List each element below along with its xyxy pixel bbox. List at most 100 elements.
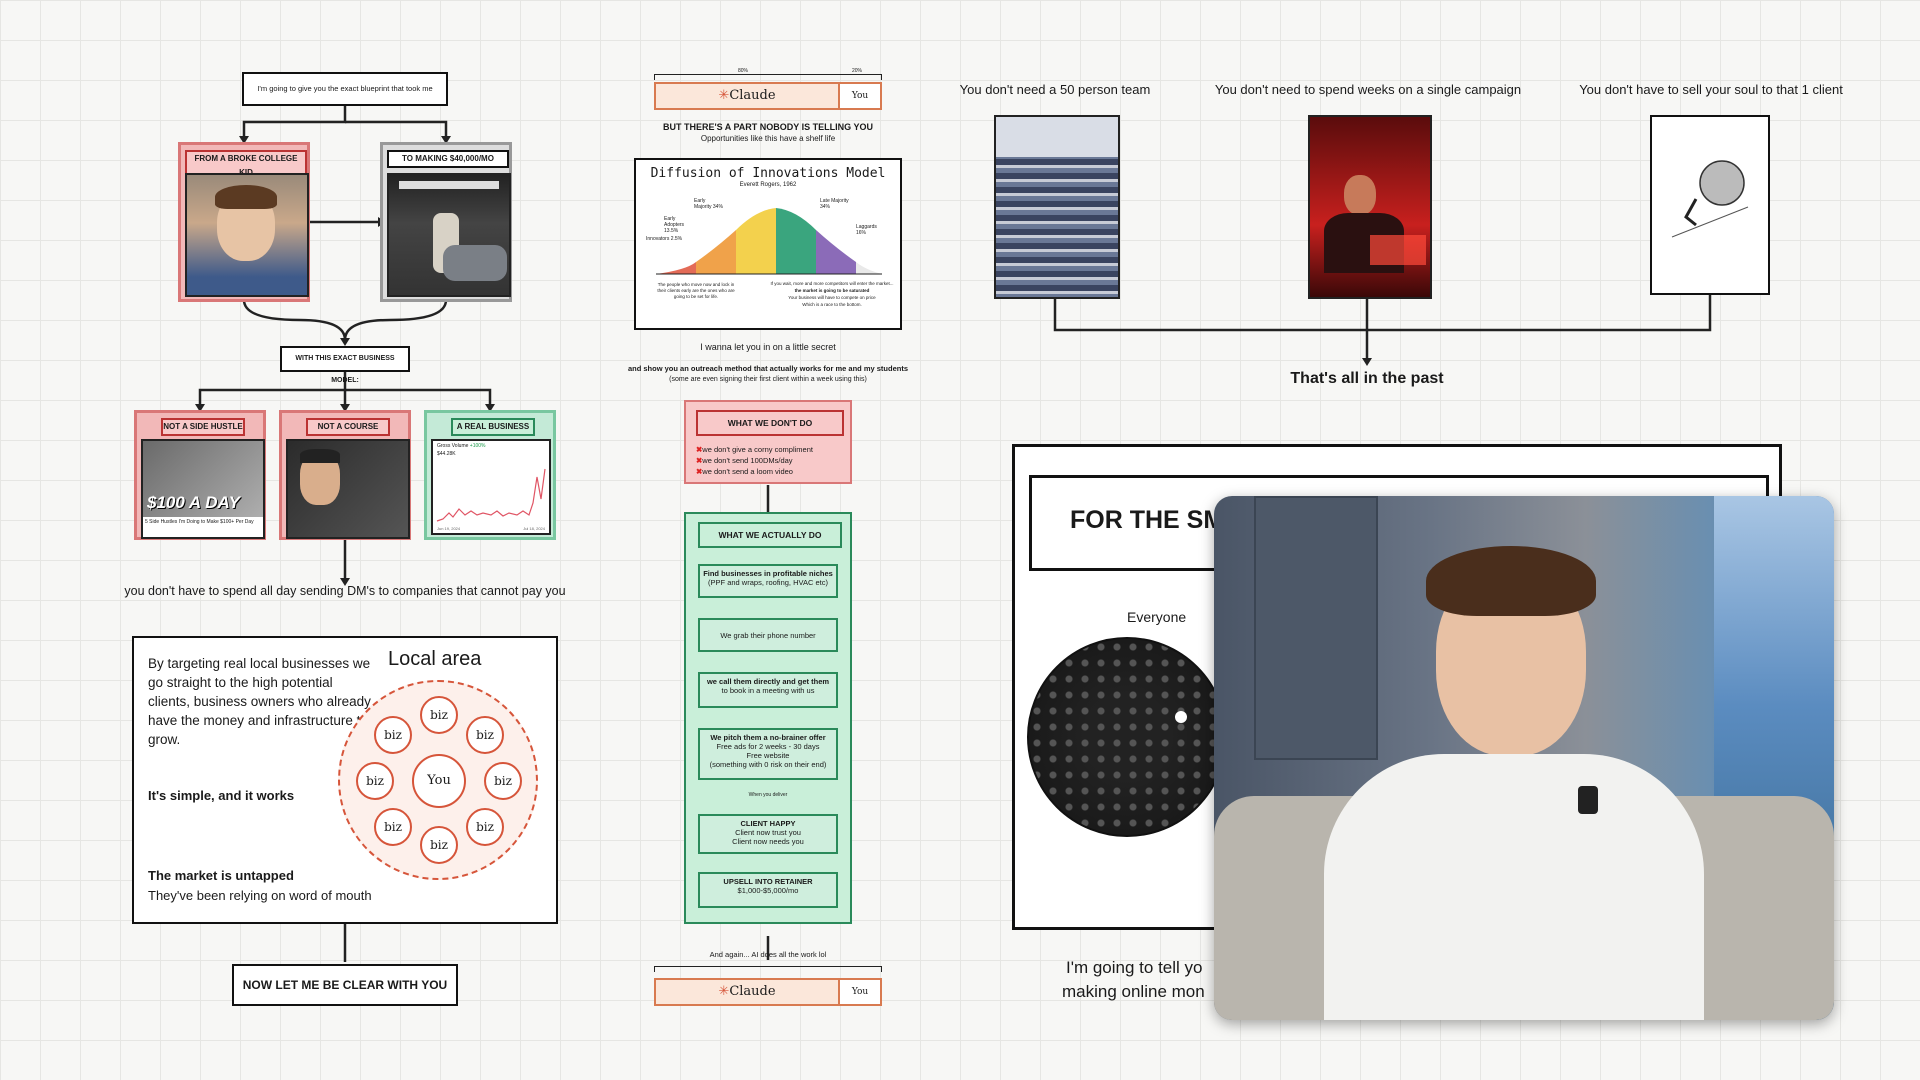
top-pct-bracket <box>654 74 882 80</box>
smb-title: FOR THE SM <box>1070 506 1225 534</box>
biz-node: biz <box>484 762 522 800</box>
local-area-box: By targeting real local businesses we go… <box>132 636 558 924</box>
red-office-photo <box>1308 115 1432 299</box>
side-hustle-overlay: $100 A DAY <box>147 493 240 512</box>
to-label: TO MAKING $40,000/MO <box>387 150 509 168</box>
caption-campaign: You don't need to spend weeks on a singl… <box>1214 82 1522 97</box>
top-claude-bar[interactable]: ✳Claude You <box>654 82 882 110</box>
biz-node: biz <box>466 808 504 846</box>
untapped-sub: They've been relying on word of mouth <box>148 888 372 903</box>
simple-text: It's simple, and it works <box>148 788 295 803</box>
method-line: and show you an outreach method that act… <box>627 364 909 373</box>
dont-item: ✖we don't send a loom video <box>696 467 793 476</box>
secret-sub: Opportunities like this have a shelf lif… <box>700 134 836 143</box>
claude-asterisk-icon: ✳ <box>718 984 730 999</box>
top-claude-segment: ✳Claude <box>656 84 840 108</box>
diffusion-box: Diffusion of Innovations Model Everett R… <box>634 158 902 330</box>
early-majority-label: Early Majority 34% <box>694 198 723 210</box>
right-note-end: Which is a race to the bottom. <box>802 302 862 307</box>
diffusion-author: Everett Rogers, 1962 <box>739 182 797 188</box>
real-business-card[interactable]: A REAL BUSINESS Gross Volume +100% $44.2… <box>424 410 556 540</box>
diffusion-title: Diffusion of Innovations Model <box>650 166 886 181</box>
blueprint-box: I'm going to give you the exact blueprin… <box>242 72 448 106</box>
course-card[interactable]: NOT A COURSE <box>279 410 411 540</box>
dont-box: WHAT WE DON'T DO ✖we don't give a corny … <box>684 400 852 484</box>
blueprint-text: I'm going to give you the exact blueprin… <box>257 84 433 93</box>
diffusion-curve <box>656 208 882 275</box>
revenue-sparkline <box>436 468 546 522</box>
untapped-title: The market is untapped <box>148 868 294 883</box>
bottom-text-1: I'm going to tell yo <box>1066 958 1203 977</box>
dont-item: ✖we don't give a corny compliment <box>696 445 813 454</box>
bottom-claude-bar[interactable]: ✳Claude You <box>654 978 882 1006</box>
revenue-chart: Gross Volume +100% $44.28K Jun 19, 2024 … <box>431 439 551 535</box>
top-you-segment: You <box>851 91 869 101</box>
caption-team: You don't need a 50 person team <box>959 82 1151 97</box>
top-pct-right: 20% <box>852 68 863 74</box>
early-adopters-label: Early Adopters 13.5% <box>664 216 685 234</box>
to-card[interactable]: TO MAKING $40,000/MO <box>380 142 512 302</box>
x-icon: ✖ <box>696 445 703 454</box>
do-step: Find businesses in profitable niches(PPF… <box>698 564 838 598</box>
secret-title: BUT THERE'S A PART NOBODY IS TELLING YOU <box>663 122 873 132</box>
biz-node: biz <box>420 696 458 734</box>
innovators-label: Innovators 2.5% <box>646 236 683 242</box>
laggards-label: Laggards 16% <box>856 224 877 236</box>
course-thumbnail <box>286 439 410 539</box>
clear-box: NOW LET ME BE CLEAR WITH YOU <box>232 964 458 1006</box>
metric-title: Gross Volume <box>437 443 469 449</box>
axis-right: Jul 18, 2024 <box>523 526 545 531</box>
biz-node: biz <box>374 716 412 754</box>
late-majority-label: Late Majority 34% <box>820 198 849 210</box>
do-title: WHAT WE ACTUALLY DO <box>698 522 842 548</box>
business-model-text: WITH THIS EXACT BUSINESS MODEL: <box>295 355 395 384</box>
real-business-label: A REAL BUSINESS <box>451 418 535 436</box>
biz-node: biz <box>374 808 412 846</box>
again-line: And again... AI does all the work lol <box>709 950 827 959</box>
dont-list: ✖we don't give a corny compliment ✖we do… <box>696 444 813 477</box>
trading-floor-photo <box>994 115 1120 299</box>
dm-text: you don't have to spend all day sending … <box>124 584 566 598</box>
from-card[interactable]: FROM A BROKE COLLEGE KID <box>178 142 310 302</box>
claude-label: Claude <box>729 88 776 103</box>
side-hustle-label: NOT A SIDE HUSTLE <box>161 418 245 436</box>
bottom-you-segment: You <box>851 987 869 997</box>
x-icon: ✖ <box>696 467 703 476</box>
course-label: NOT A COURSE <box>306 418 390 436</box>
right-note: If you wait, more and more competitors w… <box>770 280 894 308</box>
secret-line: I wanna let you in on a little secret <box>700 342 836 352</box>
left-note: The people who move now and lock in thei… <box>657 282 735 299</box>
boulder-icon <box>1671 160 1749 238</box>
bottom-claude-segment: ✳Claude <box>656 980 840 1004</box>
side-hustle-thumbnail: $100 A DAY 5 Side Hustles I'm Doing to M… <box>141 439 265 539</box>
biz-node: biz <box>356 762 394 800</box>
do-box: WHAT WE ACTUALLY DO Find businesses in p… <box>684 512 852 924</box>
axis-left: Jun 19, 2024 <box>437 526 461 531</box>
right-note-text: If you wait, more and more competitors w… <box>770 281 894 286</box>
when-deliver: When you deliver <box>748 792 788 798</box>
dont-title: WHAT WE DON'T DO <box>696 410 844 436</box>
x-icon: ✖ <box>696 456 703 465</box>
local-area-title: Local area <box>388 648 482 670</box>
sisyphus-illustration <box>1650 115 1770 295</box>
sports-car-photo <box>387 173 511 297</box>
bottom-pct-bracket <box>654 966 882 972</box>
side-hustle-card[interactable]: NOT A SIDE HUSTLE $100 A DAY 5 Side Hust… <box>134 410 266 540</box>
past-text: That's all in the past <box>1290 370 1444 387</box>
do-step: UPSELL INTO RETAINER$1,000-$5,000/mo <box>698 872 838 908</box>
college-kid-photo <box>185 173 309 297</box>
biz-node: biz <box>420 826 458 864</box>
business-model-box: WITH THIS EXACT BUSINESS MODEL: <box>280 346 410 384</box>
bottom-text-2: making online mon <box>1062 982 1205 1001</box>
everyone-circle <box>1027 637 1227 837</box>
right-note-bold: the market is going to be saturated <box>794 288 870 293</box>
everyone-label: Everyone <box>1127 609 1187 625</box>
claude-asterisk-icon: ✳ <box>718 88 730 103</box>
dont-item: ✖we don't send 100DMs/day <box>696 456 793 465</box>
method-sub: (some are even signing their first clien… <box>669 376 867 383</box>
right-note-sub: Your business will have to compete on pr… <box>788 295 876 300</box>
clear-text: NOW LET ME BE CLEAR WITH YOU <box>242 978 448 992</box>
